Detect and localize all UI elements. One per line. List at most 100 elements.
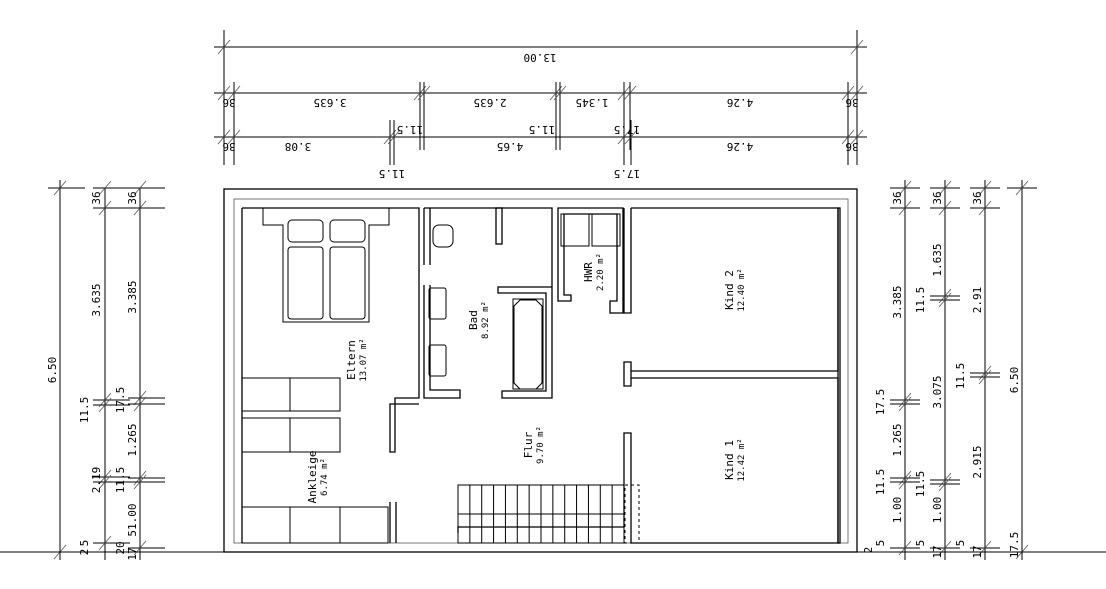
staircase — [457, 484, 625, 544]
dimension-tick — [387, 129, 401, 145]
dimension-tick — [133, 390, 147, 406]
dimension-label: 4.65 — [497, 140, 524, 153]
dimension-tick — [217, 129, 231, 145]
dimension-label: 4.26 — [727, 140, 754, 153]
dimension-label: 17.5 — [1008, 532, 1021, 559]
dimension-label: 2.635 — [473, 96, 506, 109]
furniture — [241, 208, 640, 544]
dimension-tick — [98, 474, 112, 490]
room-area-bad: 8.92 m² — [481, 301, 491, 339]
dimension-label: 11.5 — [529, 123, 556, 136]
dimension-tick — [98, 535, 112, 551]
dimension-tick — [841, 129, 855, 145]
dimension-label: 5 — [78, 540, 91, 547]
dimension-label: 1.345 — [575, 96, 608, 109]
dimension-tick — [938, 288, 952, 304]
dimension-tick — [53, 180, 67, 196]
dimension-tick — [617, 85, 631, 101]
dimension-label: 6.50 — [1008, 367, 1021, 394]
room-area-hwr: 2.20 m² — [596, 253, 606, 291]
dimension-tick — [938, 472, 952, 488]
room-area-eltern: 13.07 m² — [359, 338, 369, 381]
dimension-tick — [98, 200, 112, 216]
dimension-label: 36 — [891, 191, 904, 204]
dimension-label: 2 — [862, 547, 875, 554]
dimension-label: 11.5 — [954, 363, 967, 390]
dimension-label: 36 — [126, 191, 139, 204]
dimension-tick — [978, 369, 992, 385]
room-area-ankleide: 6.74 m² — [320, 458, 330, 496]
dimension-tick — [553, 85, 567, 101]
dimension-label: 3.385 — [891, 285, 904, 318]
dimension-tick — [938, 476, 952, 492]
dimension-tick — [417, 85, 431, 101]
dimension-tick — [623, 85, 637, 101]
dimension-tick — [98, 180, 112, 196]
dimension-label: 11.5 — [379, 167, 406, 180]
room-area-kind2: 12.40 m² — [737, 268, 747, 311]
room-name-kind1: Kind 1 — [723, 440, 736, 480]
dimension-label: 3.635 — [90, 283, 103, 316]
dimension-label: 5 — [954, 540, 967, 547]
dimension-label: 11.5 — [914, 471, 927, 498]
room-area-flur: 9.70 m² — [536, 426, 546, 464]
dimension-tick — [617, 129, 631, 145]
dimension-tick — [217, 39, 231, 55]
dimension-label: 17.5 — [614, 123, 641, 136]
dimension-label: 36 — [90, 191, 103, 204]
dimension-label: 4.26 — [727, 96, 754, 109]
room-name-bad: Bad — [467, 310, 480, 330]
dimension-label: 1.00 — [891, 497, 904, 524]
dimension-label: 2.19 — [90, 467, 103, 494]
dimension-tick — [850, 39, 864, 55]
dimension-label: 1.265 — [891, 423, 904, 456]
dimension-tick — [898, 470, 912, 486]
dimension-tick — [938, 180, 952, 196]
dimension-label: 5 — [874, 540, 887, 547]
dimension-label: 36 — [845, 140, 858, 153]
dimension-tick — [898, 180, 912, 196]
dimension-tick — [133, 470, 147, 486]
dimension-tick — [98, 397, 112, 413]
dimension-tick — [978, 180, 992, 196]
room-name-hwr: HWR — [582, 262, 595, 282]
dimension-tick — [133, 474, 147, 490]
dimension-tick — [938, 200, 952, 216]
room-name-eltern: Eltern — [345, 340, 358, 380]
dimension-label: 3.385 — [126, 280, 139, 313]
dimension-tick — [898, 540, 912, 556]
dimension-tick — [898, 396, 912, 412]
dimension-label: 5 — [914, 540, 927, 547]
dimension-tick — [850, 129, 864, 145]
dimension-label: 36 — [931, 191, 944, 204]
dimension-lines — [48, 30, 1037, 560]
dimension-label: 36 — [845, 96, 858, 109]
room-area-kind1: 12.42 m² — [737, 438, 747, 481]
room-name-ankleide: Ankleige — [306, 451, 319, 504]
dimension-label: 1.635 — [931, 243, 944, 276]
dimension-label: 17 — [126, 547, 139, 560]
dimension-tick — [1015, 180, 1029, 196]
dimension-tick — [898, 474, 912, 490]
dimension-label: 11.5 — [397, 123, 424, 136]
dimension-tick — [978, 365, 992, 381]
dimension-tick — [133, 540, 147, 556]
dimension-label: 17.5 — [114, 387, 127, 414]
dimension-label: 2.915 — [971, 445, 984, 478]
dimension-tick — [841, 85, 855, 101]
dimension-tick — [217, 85, 231, 101]
room-name-kind2: Kind 2 — [723, 270, 736, 310]
dimension-label: 2.91 — [971, 287, 984, 314]
dimension-label: 11.5 — [914, 287, 927, 314]
dimension-label: 1.265 — [126, 423, 139, 456]
dimension-tick — [227, 129, 241, 145]
dimension-label: 13.00 — [523, 51, 556, 64]
dimension-tick — [850, 85, 864, 101]
dimension-label: 3.075 — [931, 375, 944, 408]
dimension-tick — [978, 200, 992, 216]
dimension-tick — [938, 540, 952, 556]
dimension-tick — [133, 396, 147, 412]
